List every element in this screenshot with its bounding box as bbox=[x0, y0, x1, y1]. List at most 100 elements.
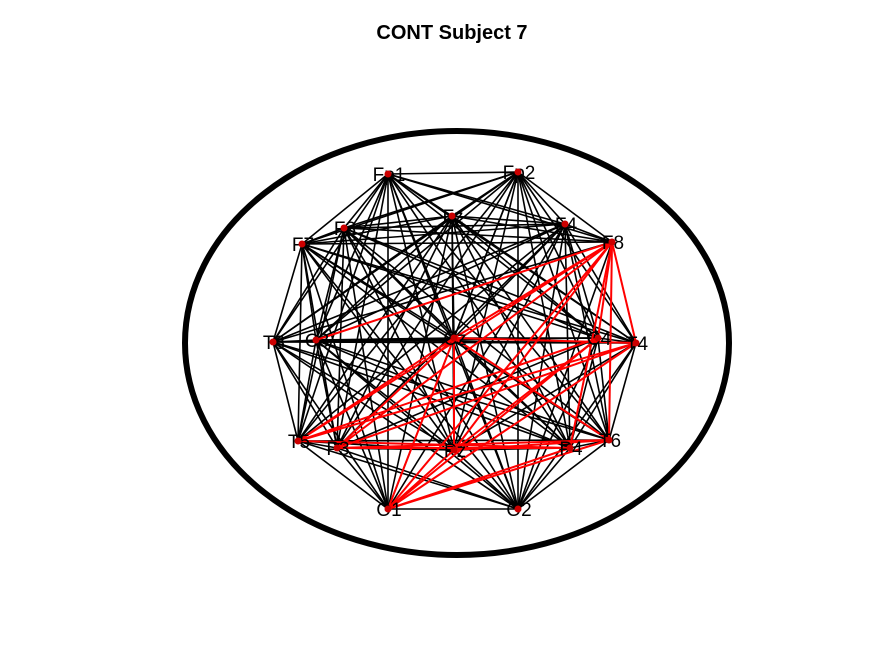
edge-T6-O2 bbox=[517, 439, 610, 510]
edge-F8-Pz bbox=[453, 241, 613, 451]
head-ellipse bbox=[182, 128, 732, 558]
edge-Fz-T3 bbox=[272, 215, 453, 343]
edge-Fp2-C4 bbox=[517, 171, 599, 339]
edge-C4-T5 bbox=[297, 337, 599, 442]
edge-F3-O2 bbox=[343, 227, 519, 510]
node-Pz bbox=[450, 446, 458, 454]
node-T4 bbox=[632, 339, 640, 347]
node-P4 bbox=[566, 444, 574, 452]
edge-T3-Pz bbox=[272, 341, 455, 451]
edge-Fp1-C4 bbox=[387, 173, 599, 339]
edge-F4-O2 bbox=[517, 223, 566, 510]
node-C3 bbox=[312, 336, 320, 344]
edge-F7-F3 bbox=[301, 227, 345, 245]
node-T5 bbox=[294, 437, 302, 445]
scalp-outline bbox=[182, 128, 732, 558]
edge-F3-T3 bbox=[272, 227, 345, 343]
edge-F3-T6 bbox=[343, 227, 610, 441]
edge-F4-T6 bbox=[564, 223, 610, 441]
edge-Fp2-F4 bbox=[517, 171, 566, 225]
edge-Fz-C3 bbox=[315, 215, 453, 341]
node-Fz bbox=[448, 212, 456, 220]
edge-C3-P4 bbox=[315, 339, 571, 449]
edge-F3-F8 bbox=[343, 227, 613, 243]
edge-C3-T6 bbox=[315, 339, 610, 441]
edge-Fp1-C3 bbox=[315, 173, 389, 341]
edge-C4-O1 bbox=[387, 337, 599, 510]
edge-F3-P3 bbox=[336, 227, 345, 449]
edge-F4-T3 bbox=[272, 223, 566, 343]
edge-Fz-F8 bbox=[451, 215, 613, 243]
edge-T4-Pz bbox=[453, 342, 637, 451]
edge-T4-T6 bbox=[608, 342, 637, 441]
figure-title: CONT Subject 7 bbox=[376, 22, 527, 44]
edge-F8-P3 bbox=[336, 241, 613, 449]
edge-F8-P4 bbox=[569, 241, 613, 449]
edge-T4-P4 bbox=[569, 342, 637, 449]
edge-Fp1-T3 bbox=[272, 173, 389, 343]
edge-P4-O2 bbox=[517, 447, 571, 510]
edge-T4-O1 bbox=[387, 342, 637, 510]
edge-Cz-O2 bbox=[453, 337, 519, 510]
edge-Fp2-F8 bbox=[517, 171, 613, 243]
edge-Fz-F4 bbox=[451, 215, 566, 225]
edge-T5-O1 bbox=[297, 440, 389, 510]
edge-Cz-P3 bbox=[336, 337, 455, 449]
node-O2 bbox=[514, 505, 522, 513]
edge-Fz-P4 bbox=[451, 215, 571, 449]
edge-T3-O1 bbox=[272, 341, 389, 510]
node-F8 bbox=[608, 238, 616, 246]
edge-Fp1-F8 bbox=[387, 173, 613, 243]
edge-Fp2-T4 bbox=[517, 171, 637, 344]
edge-F4-F8 bbox=[564, 223, 613, 243]
edge-F8-T4 bbox=[611, 241, 637, 344]
edge-C3-O2 bbox=[315, 339, 519, 510]
edge-Fp1-Fp2 bbox=[387, 171, 519, 175]
edge-F7-O1 bbox=[301, 243, 389, 510]
edge-F4-T5 bbox=[297, 223, 566, 442]
edges-highlighted bbox=[297, 241, 637, 510]
node-P3 bbox=[333, 444, 341, 452]
edge-P3-O1 bbox=[336, 447, 389, 510]
node-C4 bbox=[594, 334, 602, 342]
edge-Fz-P3 bbox=[336, 215, 453, 449]
edge-Fz-T4 bbox=[451, 215, 637, 344]
edge-F4-P4 bbox=[564, 223, 571, 449]
edge-P3-T6 bbox=[336, 439, 610, 449]
edge-Fp1-F7 bbox=[301, 173, 389, 245]
node-T6 bbox=[605, 436, 613, 444]
edge-F7-P4 bbox=[301, 243, 571, 449]
node-Fp2 bbox=[514, 168, 522, 176]
node-F7 bbox=[298, 240, 306, 248]
nodes bbox=[269, 168, 640, 513]
edge-F8-C3 bbox=[315, 241, 613, 341]
edge-T5-O2 bbox=[297, 440, 519, 510]
edge-P3-O2 bbox=[336, 447, 519, 510]
edge-Cz-T5 bbox=[297, 337, 455, 442]
edge-F4-C3 bbox=[315, 223, 566, 341]
edge-C4-P3 bbox=[336, 337, 599, 449]
edge-T4-T5 bbox=[297, 342, 637, 442]
edge-Cz-O1 bbox=[387, 337, 455, 510]
edge-Pz-T6 bbox=[453, 439, 610, 451]
edge-F8-T6 bbox=[608, 241, 613, 441]
edge-F8-O1 bbox=[387, 241, 613, 510]
edge-T4-O2 bbox=[517, 342, 637, 510]
edge-T3-P4 bbox=[272, 341, 571, 449]
node-O1 bbox=[384, 505, 392, 513]
edge-T6-O1 bbox=[387, 439, 610, 510]
edge-F4-O1 bbox=[387, 223, 566, 510]
edge-Fp2-F3 bbox=[343, 171, 519, 229]
edge-Fz-T6 bbox=[451, 215, 610, 441]
node-F4 bbox=[561, 220, 569, 228]
edge-F8-T3 bbox=[272, 241, 613, 343]
node-Fp1 bbox=[384, 170, 392, 178]
edge-F7-T3 bbox=[272, 243, 303, 343]
edge-Fz-C4 bbox=[451, 215, 599, 339]
edge-F3-Fz bbox=[343, 215, 453, 229]
edge-Fp1-F3 bbox=[343, 173, 389, 229]
edge-C3-T5 bbox=[297, 339, 317, 442]
node-T3 bbox=[269, 338, 277, 346]
edge-T4-P3 bbox=[336, 342, 637, 449]
